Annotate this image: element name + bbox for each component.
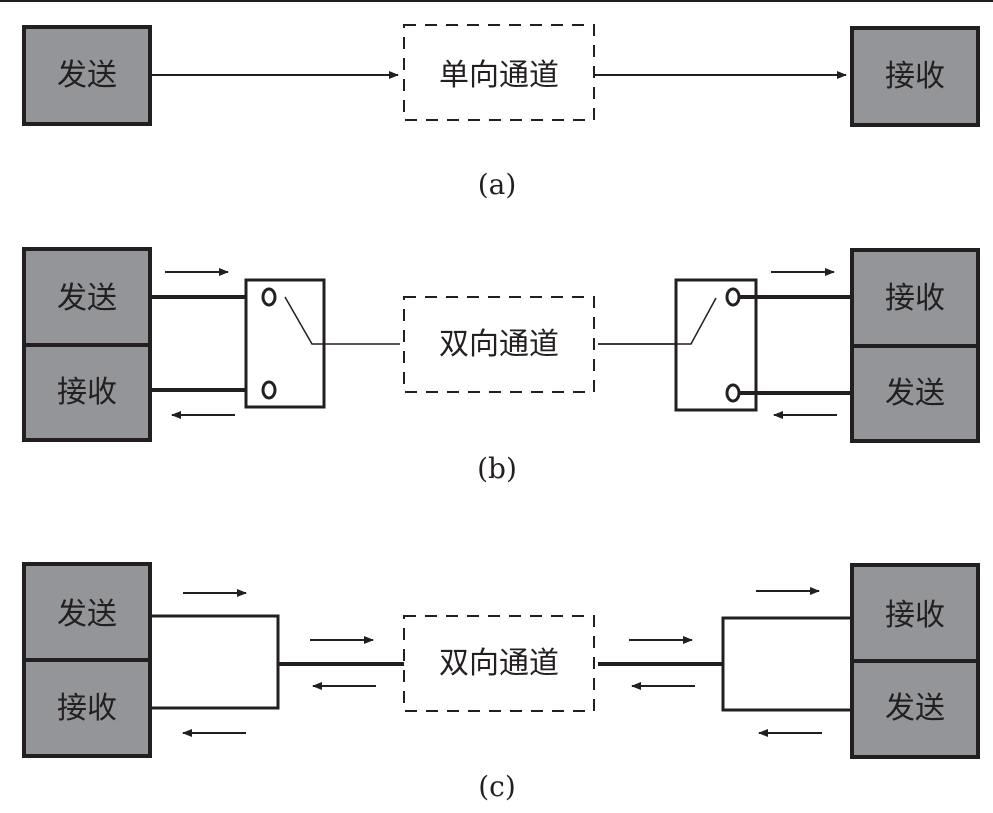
left-receiver-label: 接收 xyxy=(57,691,117,726)
caption-c: (c) xyxy=(478,770,516,803)
switch-contact-icon xyxy=(261,287,277,307)
diagram-b-half-duplex: 发送 接收 双向通道 接收 发送 (b) xyxy=(22,247,980,485)
right-sender-box xyxy=(850,659,980,759)
sender-label: 发送 xyxy=(57,58,117,93)
left-receiver-box xyxy=(22,343,152,442)
receiver-label: 接收 xyxy=(885,59,945,94)
left-receiver-label: 接收 xyxy=(57,375,117,410)
receiver-box xyxy=(850,26,980,127)
switch-contact-icon xyxy=(725,383,741,403)
right-switch-box xyxy=(674,278,758,412)
simplex-channel-box xyxy=(403,24,595,121)
diagram-c-full-duplex: 发送 接收 双向通道 接收 发送 (c) xyxy=(22,562,980,803)
right-sender-label: 发送 xyxy=(885,691,945,726)
right-sender-label: 发送 xyxy=(885,376,945,411)
left-receiver-box xyxy=(22,658,152,758)
switch-lever xyxy=(598,297,717,345)
right-sender-box xyxy=(850,344,980,443)
left-sender-box xyxy=(22,562,152,662)
switch-lever xyxy=(284,296,400,345)
right-link xyxy=(721,616,852,712)
half-duplex-channel-label: 双向通道 xyxy=(439,327,559,362)
left-link xyxy=(150,614,280,710)
left-sender-label: 发送 xyxy=(57,597,117,632)
left-sender-box xyxy=(22,247,152,347)
full-duplex-channel-label: 双向通道 xyxy=(439,646,559,681)
right-receiver-label: 接收 xyxy=(885,598,945,633)
caption-b: (b) xyxy=(477,452,517,485)
half-duplex-channel-box xyxy=(403,296,595,393)
left-sender-label: 发送 xyxy=(57,281,117,316)
diagram-a-simplex: 发送 单向通道 接收 (a) xyxy=(22,24,980,201)
caption-a: (a) xyxy=(478,168,517,201)
simplex-channel-label: 单向通道 xyxy=(439,58,559,93)
right-receiver-label: 接收 xyxy=(885,281,945,316)
full-duplex-channel-box xyxy=(403,615,595,712)
right-receiver-box xyxy=(850,248,980,348)
switch-contact-icon xyxy=(261,380,277,400)
switch-contact-icon xyxy=(725,287,741,307)
